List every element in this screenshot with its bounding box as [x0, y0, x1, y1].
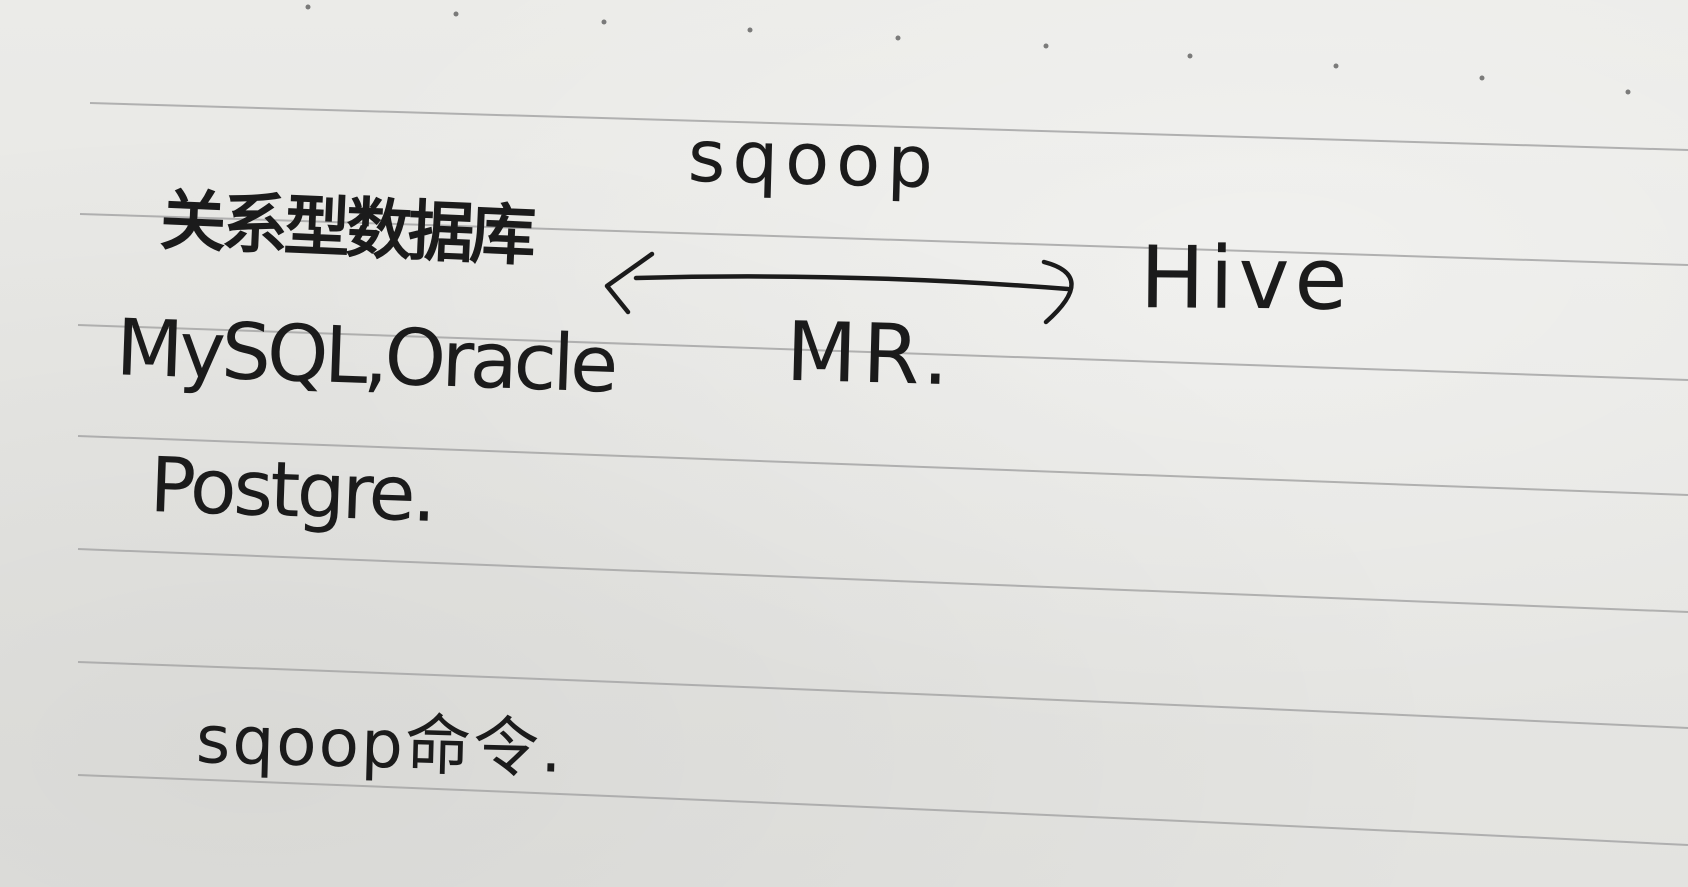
rule-line [77, 661, 1688, 729]
binding-dots [305, 4, 1631, 95]
arrow-left-head [604, 251, 655, 315]
arrow-shaft [633, 274, 1071, 292]
hive-label: Hive [1139, 228, 1353, 330]
double-headed-arrow [604, 251, 1074, 325]
rule-line [79, 213, 1688, 266]
rule-line [89, 102, 1688, 151]
db-list-mysql-oracle: MySQL,Oracle [114, 303, 616, 411]
sqoop-command-note: sqoop命令. [195, 701, 565, 788]
relational-db-title: 关系型数据库 [158, 181, 534, 276]
mr-label: MR. [784, 304, 957, 405]
rule-line [77, 324, 1688, 381]
sqoop-label: sqoop [686, 113, 942, 205]
arrow-right-head [1041, 259, 1074, 325]
rule-line [77, 548, 1688, 613]
rule-line [77, 774, 1688, 846]
db-list-postgre: Postgre. [148, 440, 436, 539]
